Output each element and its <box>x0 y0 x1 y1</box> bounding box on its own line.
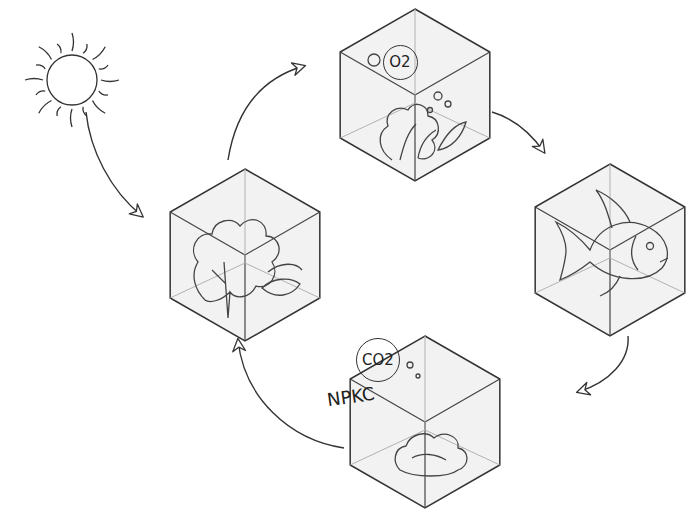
bubble <box>445 101 451 107</box>
cube-edge <box>609 250 610 336</box>
cube-back-edge <box>425 430 500 465</box>
cube-outline <box>170 169 320 341</box>
water-plant-leaf <box>438 122 466 150</box>
gas-formula: O2 <box>389 55 410 70</box>
cube-back-edge <box>245 263 320 298</box>
sun <box>25 33 119 127</box>
cube-outline <box>535 164 685 336</box>
cycle-arrow <box>578 336 628 392</box>
cube-edge <box>414 95 415 181</box>
cube-back-edge <box>170 263 245 298</box>
cube-back-edge <box>610 164 611 258</box>
sun-ray <box>93 101 106 114</box>
plant <box>194 220 280 318</box>
fish-fin <box>596 190 630 296</box>
fish <box>556 222 667 280</box>
cube-back-edge <box>610 258 685 293</box>
glass-cube <box>170 169 320 341</box>
gas-circle: O2 <box>383 45 418 80</box>
water-plant <box>380 104 438 160</box>
sun-ray <box>83 44 87 53</box>
glass-cube <box>340 9 490 181</box>
sun-ray <box>72 33 73 51</box>
cube-back-edge <box>415 9 416 103</box>
cube-edge <box>245 212 320 255</box>
bubble <box>407 362 413 368</box>
sun-ray <box>57 44 61 53</box>
cube-edge <box>424 422 425 508</box>
soil-mound <box>395 434 467 476</box>
cube-edge <box>535 207 610 250</box>
cube-outline <box>340 9 490 181</box>
bubble <box>368 54 380 66</box>
cube-edge <box>340 52 415 95</box>
cycle-arrow <box>228 66 304 160</box>
sun-ray <box>99 91 108 95</box>
glass-cube <box>535 164 685 336</box>
cube-edge <box>415 52 490 95</box>
bubble <box>416 374 420 378</box>
sun-ray <box>71 109 72 127</box>
sun-disc <box>47 55 97 105</box>
cube-outline <box>350 336 500 508</box>
leaf <box>262 264 302 295</box>
bubble <box>434 92 442 100</box>
fish-gill <box>632 236 668 270</box>
cube-back-edge <box>425 336 426 430</box>
cube-edge <box>610 207 685 250</box>
cycle-arrows <box>86 66 628 448</box>
sun-ray <box>39 47 52 60</box>
sun-ray <box>57 107 61 116</box>
cube-back-edge <box>245 169 246 263</box>
fish-eye <box>647 243 654 250</box>
nutrient-label: NPKC <box>326 385 376 409</box>
sun-ray <box>39 101 52 114</box>
sun-ray <box>36 91 45 95</box>
cycle-arrow <box>492 112 544 152</box>
cube-back-edge <box>535 258 610 293</box>
glass-cube <box>350 336 500 508</box>
cube-contents <box>194 54 668 476</box>
cube-edge <box>244 255 245 341</box>
sun-ray <box>99 65 108 69</box>
cube-edge <box>425 379 500 422</box>
cube-back-edge <box>350 430 425 465</box>
sun-ray <box>36 65 45 69</box>
sun-ray <box>93 47 106 60</box>
sun-ray <box>101 80 119 81</box>
glass-cubes <box>170 9 685 508</box>
gas-formula: CO2 <box>362 353 394 368</box>
cycle-arrow <box>86 112 142 216</box>
bubble <box>428 108 433 113</box>
sun-ray <box>25 79 43 80</box>
gas-circle: CO2 <box>356 338 400 382</box>
